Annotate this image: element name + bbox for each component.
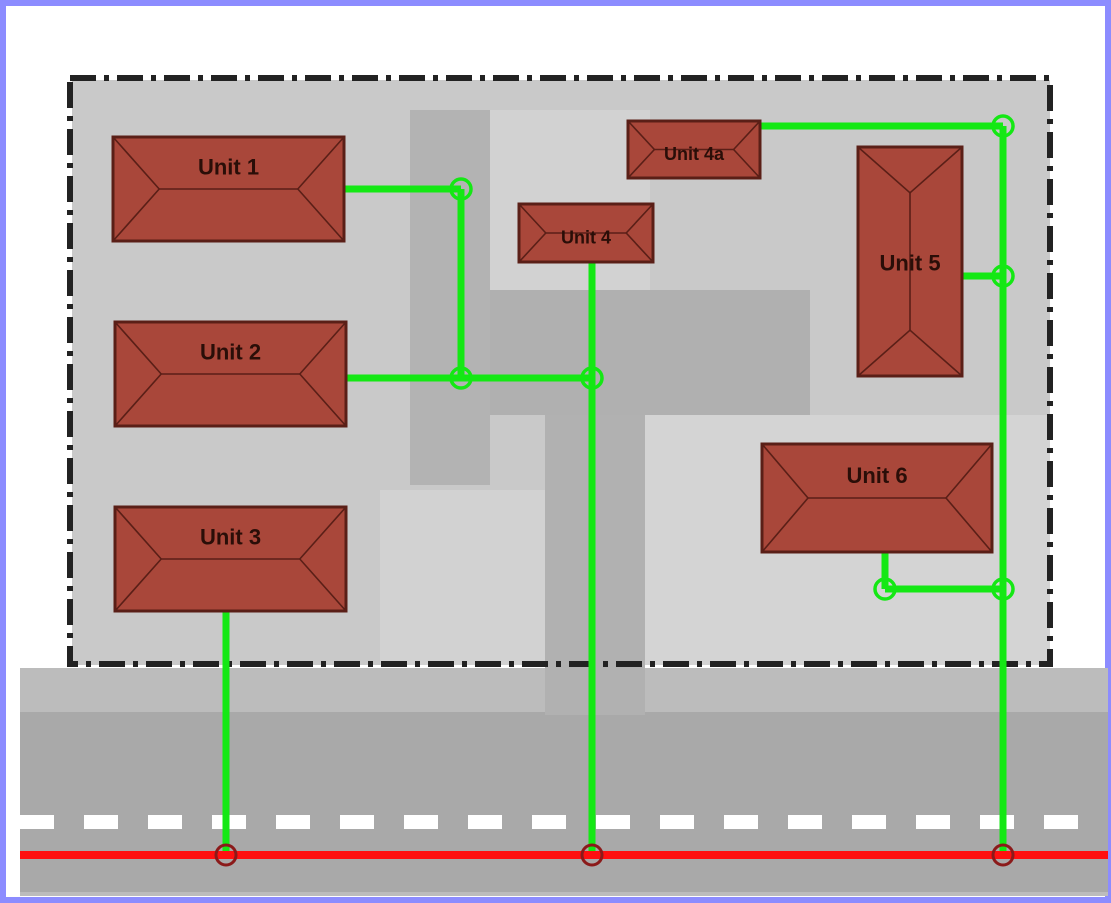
unit-label: Unit 1 xyxy=(198,154,259,179)
junction-node xyxy=(991,114,1015,138)
roof-ridge xyxy=(114,321,162,375)
paved-strip-left xyxy=(410,110,490,485)
paved-light-bottom xyxy=(380,490,545,665)
unit-label: Unit 2 xyxy=(200,339,261,364)
junction-node xyxy=(449,177,473,201)
building-unit-6: Unit 6 xyxy=(760,442,994,554)
main-line-node xyxy=(991,843,1015,867)
junction-node xyxy=(449,366,473,390)
roof-ridge xyxy=(114,506,162,560)
unit-label: Unit 3 xyxy=(200,524,261,549)
unit-label: Unit 6 xyxy=(846,463,907,488)
unit-label: Unit 4a xyxy=(664,144,725,164)
paved-strip-middle xyxy=(490,290,810,415)
roof-ridge xyxy=(518,232,547,263)
building-unit-5: Unit 5 xyxy=(856,145,964,378)
junction-node xyxy=(991,577,1015,601)
unit-label: Unit 4 xyxy=(561,227,611,247)
roof-ridge xyxy=(299,506,347,560)
roof-ridge xyxy=(625,203,654,234)
units-layer: Unit 1 Unit 2 Unit 3 Unit 4a Unit 4 Unit 5 Uni… xyxy=(111,119,994,613)
roof-ridge xyxy=(733,148,761,179)
roof-ridge xyxy=(909,329,963,377)
building-unit-1: Unit 1 xyxy=(111,135,346,243)
main-line-node xyxy=(214,843,238,867)
building-unit-4a: Unit 4a xyxy=(626,119,762,180)
roof-ridge xyxy=(299,558,347,612)
roof-ridge xyxy=(761,497,809,553)
roof-ridge xyxy=(518,203,547,234)
roof-ridge xyxy=(945,443,993,499)
roof-ridge xyxy=(114,558,162,612)
roof-ridge xyxy=(297,188,345,242)
site-boundary xyxy=(67,75,1053,667)
roof-ridge xyxy=(761,443,809,499)
unit-label: Unit 5 xyxy=(879,251,940,276)
junction-nodes xyxy=(449,114,1015,601)
building-unit-2: Unit 2 xyxy=(113,320,348,428)
building-unit-3: Unit 3 xyxy=(113,505,348,613)
roof-ridge xyxy=(945,497,993,553)
connection-lines xyxy=(222,122,1007,855)
roof-ridge xyxy=(909,146,963,194)
roof-ridge xyxy=(627,148,655,179)
junction-node xyxy=(580,366,604,390)
main-line-node xyxy=(580,843,604,867)
roof-ridge xyxy=(112,188,160,242)
roof-ridge xyxy=(299,321,347,375)
junction-node xyxy=(873,577,897,601)
roof-ridge xyxy=(625,232,654,263)
roof-ridge xyxy=(299,373,347,427)
main-line-nodes xyxy=(214,843,1015,867)
roof-ridge xyxy=(112,136,160,190)
road-surface xyxy=(20,712,1108,892)
roof-ridge xyxy=(297,136,345,190)
building-unit-4: Unit 4 xyxy=(517,202,655,264)
roof-ridge xyxy=(857,329,911,377)
roof-ridge xyxy=(857,146,911,194)
roof-ridge xyxy=(114,373,162,427)
roof-ridge xyxy=(627,120,655,151)
junction-node xyxy=(991,264,1015,288)
roof-ridge xyxy=(733,120,761,151)
